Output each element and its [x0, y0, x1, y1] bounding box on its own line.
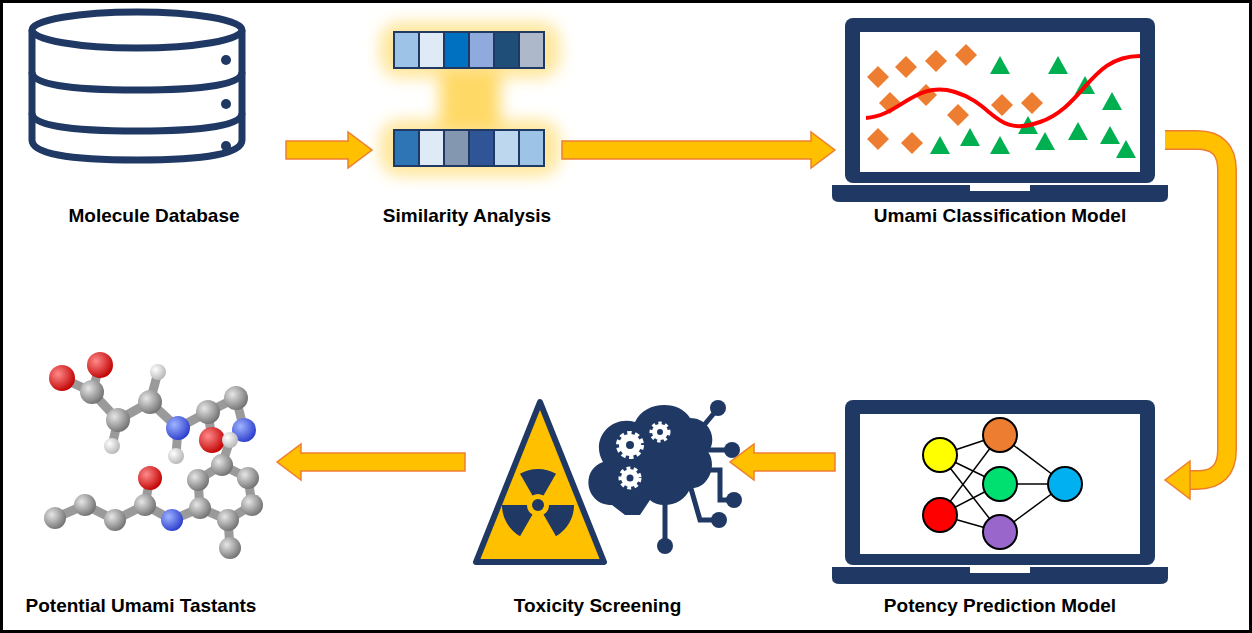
molecule-model: [44, 432, 263, 559]
hazard-sign-icon: [476, 402, 604, 562]
arrow-body: [277, 444, 465, 480]
step-node: Potential Umami Tastants: [5, 325, 277, 620]
step-label: Similarity Analysis: [379, 204, 555, 230]
flow-arrow: [730, 444, 835, 480]
step-label: Toxicity Screening: [510, 594, 686, 620]
arrow-body: [286, 132, 372, 168]
molecule-model: [49, 352, 256, 464]
laptop-network-icon: [832, 400, 1168, 584]
step-label: Potential Umami Tastants: [22, 594, 261, 620]
ai-model-icon: [588, 400, 742, 554]
arrow-body: [730, 444, 835, 480]
database-icon: [32, 12, 242, 160]
arrow-body: [1165, 140, 1227, 480]
step-label: Umami Classification Model: [870, 204, 1130, 230]
flow-arrow: [286, 132, 372, 168]
flow-arrow: [562, 132, 835, 168]
step-label: Potency Prediction Model: [880, 594, 1120, 620]
arrow-body: [562, 132, 835, 168]
step-node: Umami Classification Model: [835, 8, 1165, 230]
vector-comparison-icon: [380, 22, 560, 176]
step-node: Potency Prediction Model: [835, 395, 1165, 620]
laptop-classifier-icon: [832, 18, 1168, 202]
arrow-head: [1165, 461, 1190, 499]
flow-arrow: [277, 444, 465, 480]
flow-arrow: [1165, 140, 1227, 499]
step-node: Toxicity Screening: [465, 395, 730, 620]
arrow-outline: [1165, 140, 1227, 480]
step-node: Molecule Database: [22, 8, 286, 230]
step-label: Molecule Database: [64, 204, 243, 230]
step-node: Similarity Analysis: [372, 8, 562, 230]
